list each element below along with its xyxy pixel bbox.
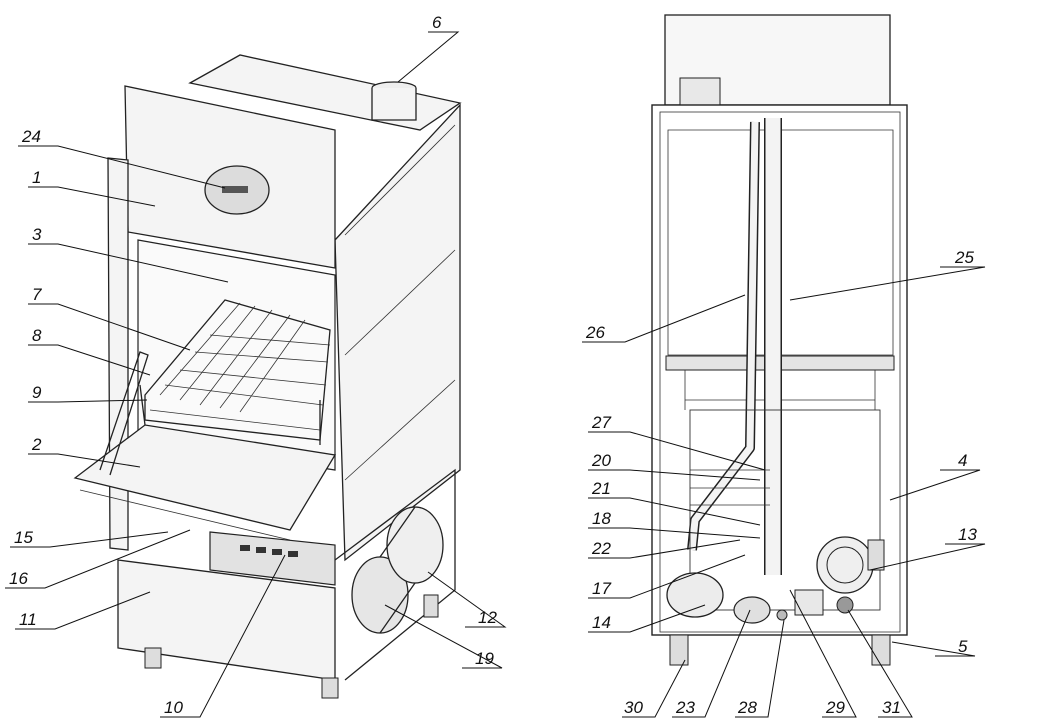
foot [144, 647, 162, 669]
callout-1: 1 [32, 168, 41, 187]
boiler-tank [351, 506, 444, 634]
callout-8: 8 [32, 326, 42, 345]
door-open [73, 424, 337, 531]
door-arm [99, 351, 149, 476]
callout-23: 23 [675, 698, 695, 717]
callout-6: 6 [432, 13, 442, 32]
panel-button [272, 549, 282, 555]
foot [871, 634, 891, 666]
pump-13 [816, 536, 874, 594]
fitting-29 [794, 589, 824, 616]
dish-basket [139, 299, 331, 445]
fitting-28 [776, 609, 788, 621]
panel-button [240, 545, 250, 551]
callout-5: 5 [958, 637, 968, 656]
callout-15: 15 [14, 528, 33, 547]
rear-tank [667, 129, 894, 356]
foot [423, 594, 439, 618]
callout-9: 9 [32, 383, 42, 402]
callout-12: 12 [478, 608, 497, 627]
exhaust-pipe [371, 88, 417, 121]
door-handle [222, 186, 248, 193]
foot [669, 634, 689, 666]
callout-20: 20 [591, 451, 611, 470]
machine-side-panel [334, 103, 461, 562]
fitting-31 [836, 596, 854, 614]
callout-28: 28 [737, 698, 757, 717]
rear-view [651, 14, 908, 666]
callout-11: 11 [19, 610, 37, 629]
callout-27: 27 [591, 413, 611, 432]
callout-13: 13 [958, 525, 977, 544]
tank-14 [666, 572, 724, 618]
callout-21: 21 [591, 479, 611, 498]
callout-2: 2 [31, 435, 42, 454]
motor-23 [733, 596, 771, 624]
callout-7: 7 [32, 285, 42, 304]
callout-19: 19 [475, 649, 494, 668]
callout-22: 22 [591, 539, 611, 558]
foot [321, 677, 339, 699]
callout-labels: 6 24 1 3 7 8 9 2 15 16 11 10 12 19 25 26… [9, 13, 977, 717]
callout-3: 3 [32, 225, 42, 244]
leader-lines [5, 31, 986, 718]
left-pillar [107, 157, 129, 551]
callout-25: 25 [954, 248, 974, 267]
callout-26: 26 [585, 323, 605, 342]
front-view [73, 54, 462, 699]
callout-4: 4 [958, 451, 967, 470]
panel-button [288, 551, 298, 557]
callout-16: 16 [9, 569, 28, 588]
callout-30: 30 [624, 698, 643, 717]
callout-17: 17 [592, 579, 611, 598]
callout-18: 18 [592, 509, 611, 528]
panel-button [256, 547, 266, 553]
callout-29: 29 [825, 698, 845, 717]
callout-24: 24 [21, 127, 41, 146]
callout-31: 31 [882, 698, 901, 717]
callout-10: 10 [164, 698, 183, 717]
callout-14: 14 [592, 613, 611, 632]
